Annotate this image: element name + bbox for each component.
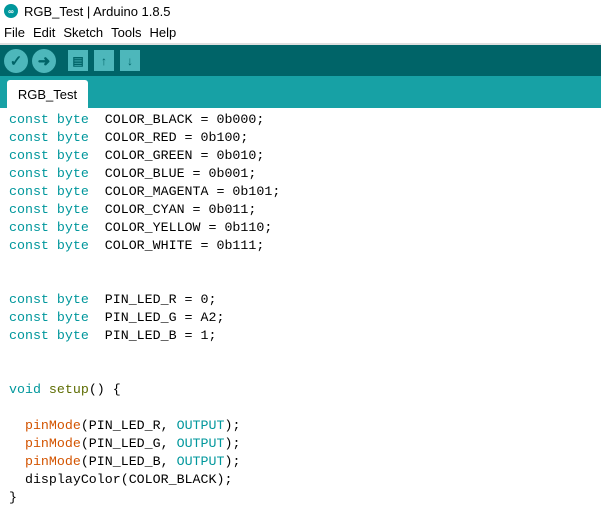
code-token: const byte (9, 220, 89, 235)
arduino-logo-icon: ∞ (4, 4, 18, 18)
code-editor[interactable]: const byte COLOR_BLACK = 0b000;const byt… (0, 108, 601, 507)
code-token (9, 454, 25, 469)
code-token: (PIN_LED_R, (80, 418, 177, 433)
code-token: pinMode (24, 436, 81, 451)
code-token: PIN_LED_G = A2; (88, 310, 225, 325)
code-token: ); (224, 418, 241, 433)
menu-tools[interactable]: Tools (111, 25, 142, 40)
code-line: const byte COLOR_YELLOW = 0b110; (9, 219, 601, 237)
code-token: const byte (9, 130, 89, 145)
code-token: void (9, 382, 41, 397)
code-token: const byte (9, 310, 89, 325)
code-token: const byte (9, 112, 89, 127)
code-line (9, 363, 601, 381)
code-token: pinMode (24, 454, 81, 469)
code-token (41, 382, 49, 397)
code-token: const byte (9, 328, 89, 343)
code-line: displayColor(COLOR_BLACK); (9, 471, 601, 489)
code-token: COLOR_MAGENTA = 0b101; (88, 184, 281, 199)
code-token (9, 436, 25, 451)
code-token: PIN_LED_R = 0; (88, 292, 217, 307)
code-token: ); (224, 436, 241, 451)
code-line (9, 345, 601, 363)
save-button[interactable]: ↓ (120, 50, 140, 71)
code-line: const byte COLOR_GREEN = 0b010; (9, 147, 601, 165)
code-token: ); (224, 454, 241, 469)
code-line: const byte PIN_LED_R = 0; (9, 291, 601, 309)
code-token: COLOR_CYAN = 0b011; (88, 202, 257, 217)
code-token: displayColor(COLOR_BLACK); (9, 472, 233, 487)
menu-file[interactable]: File (4, 25, 25, 40)
code-token: COLOR_BLACK = 0b000; (88, 112, 265, 127)
code-token: COLOR_BLUE = 0b001; (88, 166, 257, 181)
menu-edit[interactable]: Edit (32, 25, 56, 40)
menu-bar: File Edit Sketch Tools Help (0, 22, 601, 43)
code-token: (PIN_LED_G, (80, 436, 177, 451)
code-line (9, 399, 601, 417)
code-line: } (9, 489, 601, 507)
code-line: const byte PIN_LED_B = 1; (9, 327, 601, 345)
toolbar: ✓ ➜ ▤ ↑ ↓ (0, 43, 601, 76)
code-line: const byte PIN_LED_G = A2; (9, 309, 601, 327)
code-line: pinMode(PIN_LED_B, OUTPUT); (9, 453, 601, 471)
open-button[interactable]: ↑ (94, 50, 114, 71)
code-token: } (9, 490, 17, 505)
code-line: const byte COLOR_CYAN = 0b011; (9, 201, 601, 219)
upload-button[interactable]: ➜ (32, 48, 56, 73)
code-line: const byte COLOR_WHITE = 0b111; (9, 237, 601, 255)
code-token: const byte (9, 166, 89, 181)
code-token: const byte (9, 202, 89, 217)
code-token: const byte (9, 238, 89, 253)
code-token: COLOR_WHITE = 0b111; (88, 238, 265, 253)
code-token: COLOR_RED = 0b100; (88, 130, 249, 145)
menu-sketch[interactable]: Sketch (63, 25, 104, 40)
new-file-icon: ▤ (72, 53, 84, 68)
arrow-up-icon: ↑ (101, 53, 107, 68)
code-line: const byte COLOR_RED = 0b100; (9, 129, 601, 147)
code-token: PIN_LED_B = 1; (88, 328, 217, 343)
arrow-down-icon: ↓ (127, 53, 133, 68)
code-line: pinMode(PIN_LED_G, OUTPUT); (9, 435, 601, 453)
code-line: const byte COLOR_BLUE = 0b001; (9, 165, 601, 183)
verify-button[interactable]: ✓ (4, 48, 28, 73)
code-line (9, 273, 601, 291)
tab-rgb-test[interactable]: RGB_Test (7, 80, 88, 108)
code-token: (PIN_LED_B, (80, 454, 177, 469)
code-token: OUTPUT (176, 418, 225, 433)
check-icon: ✓ (9, 52, 23, 70)
window-title: RGB_Test | Arduino 1.8.5 (24, 3, 171, 19)
code-token: const byte (9, 148, 89, 163)
arrow-right-icon: ➜ (37, 52, 51, 70)
code-token (9, 418, 25, 433)
code-token: OUTPUT (176, 436, 225, 451)
tab-bar: RGB_Test (0, 76, 601, 108)
code-token: setup (48, 382, 89, 397)
new-button[interactable]: ▤ (68, 50, 88, 71)
code-token: COLOR_GREEN = 0b010; (88, 148, 265, 163)
code-token: const byte (9, 292, 89, 307)
code-token: pinMode (24, 418, 81, 433)
code-line: const byte COLOR_BLACK = 0b000; (9, 111, 601, 129)
code-line: void setup() { (9, 381, 601, 399)
code-token: const byte (9, 184, 89, 199)
title-bar: ∞ RGB_Test | Arduino 1.8.5 (0, 0, 601, 22)
code-line: const byte COLOR_MAGENTA = 0b101; (9, 183, 601, 201)
code-token: COLOR_YELLOW = 0b110; (88, 220, 273, 235)
menu-help[interactable]: Help (149, 25, 177, 40)
code-line: pinMode(PIN_LED_R, OUTPUT); (9, 417, 601, 435)
code-line (9, 255, 601, 273)
code-token: () { (88, 382, 121, 397)
code-token: OUTPUT (176, 454, 225, 469)
